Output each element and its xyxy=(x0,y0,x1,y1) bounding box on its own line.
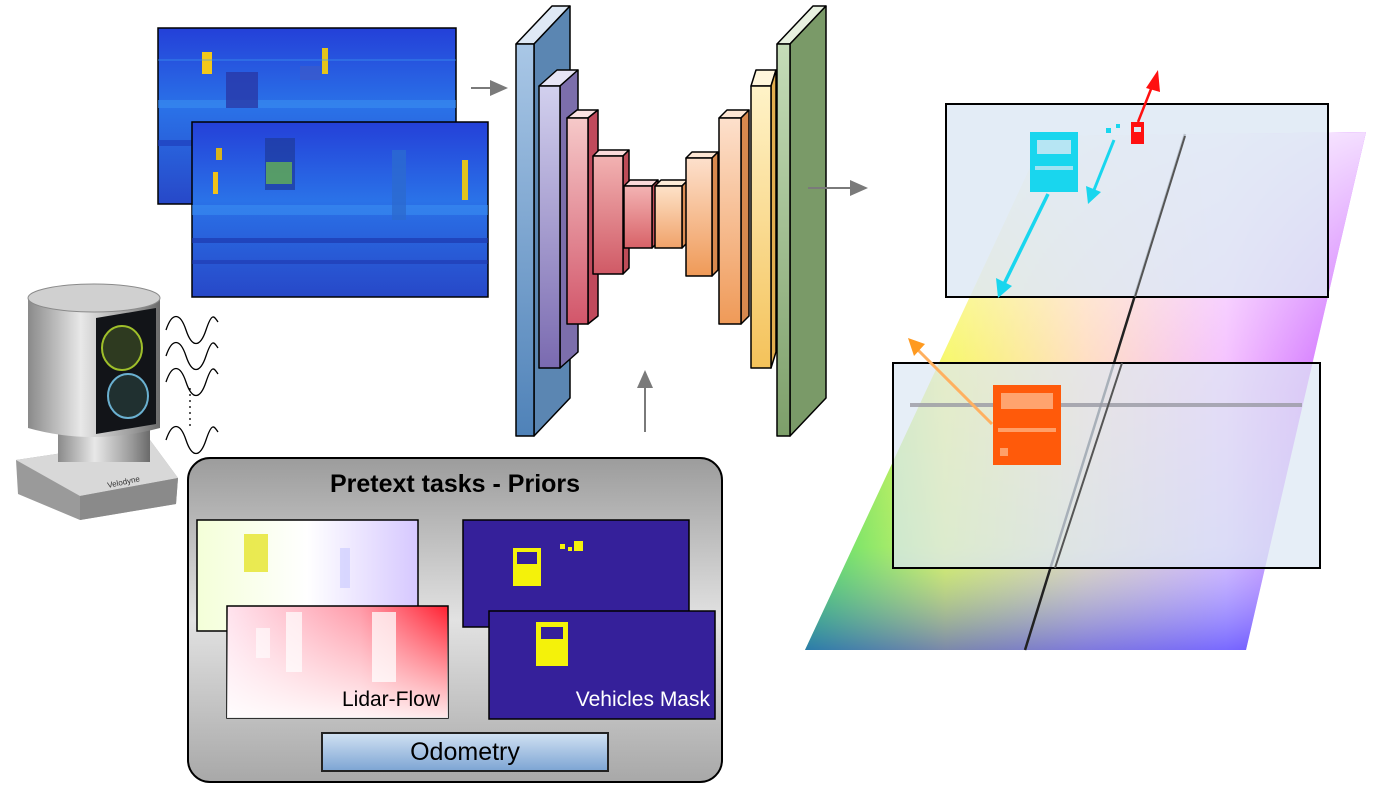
bottleneck-block-1 xyxy=(623,179,659,249)
decoder-block-1 xyxy=(685,151,719,277)
lidar-flow-image-front xyxy=(226,605,449,719)
panel-title: Pretext tasks - Priors xyxy=(329,470,581,498)
moving-vehicle-cyan xyxy=(1030,124,1120,192)
flow-arrows xyxy=(908,70,1160,426)
moving-vehicle-red xyxy=(1131,122,1144,144)
output-frame-top xyxy=(945,103,1329,298)
vehicles-mask-label: Vehicles Mask xyxy=(575,688,710,711)
output-frame-bottom xyxy=(892,362,1321,569)
network-blocks xyxy=(515,5,827,437)
odometry-label: Odometry xyxy=(410,737,520,766)
odometry-box: Odometry xyxy=(321,732,609,772)
decoder-block-3 xyxy=(750,69,777,369)
range-image-front xyxy=(191,121,489,298)
laser-waves xyxy=(165,315,219,455)
decoder-block-2 xyxy=(718,109,750,325)
static-vehicle-orange xyxy=(993,385,1061,465)
vehicles-mask-image-front xyxy=(488,610,716,720)
vehicles-mask-image-back xyxy=(462,519,690,628)
velodyne-sensor: Velodyne xyxy=(16,283,178,520)
decoder-block-4 xyxy=(776,5,827,437)
bottleneck-block-2 xyxy=(654,179,689,249)
lidar-flow-label: Lidar-Flow xyxy=(341,688,440,711)
